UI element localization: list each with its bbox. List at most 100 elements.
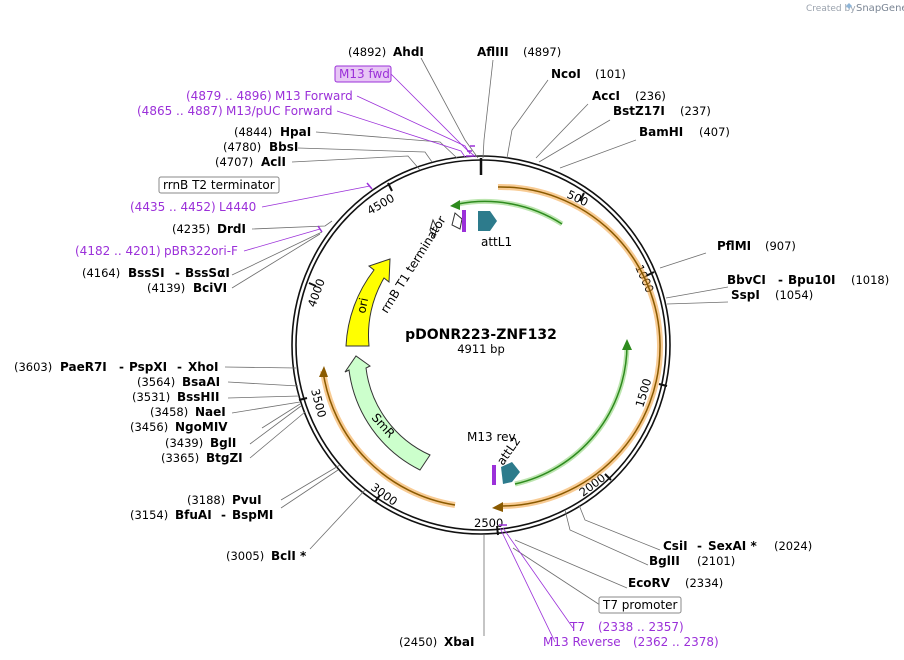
- bgli-name: BglI: [210, 436, 236, 450]
- drdi-name: DrdI: [217, 222, 246, 236]
- snapgene-logo-icon: [846, 3, 852, 9]
- bcli-name: BclI *: [271, 549, 307, 563]
- pflmi-pos: (907): [765, 239, 796, 253]
- plasmid-length: 4911 bp: [457, 342, 505, 356]
- m13-puc-range: (4865 .. 4887): [137, 104, 223, 118]
- acci-name: AccI: [592, 89, 620, 103]
- pvui-name: PvuI: [232, 493, 262, 507]
- t7-promoter-box: T7 promoter: [598, 596, 682, 614]
- enzyme-leader-lines: [224, 57, 729, 636]
- backbone-outer-ring: [291, 155, 671, 535]
- credit-prefix: Created by: [806, 4, 856, 14]
- csii-name: CsiI: [663, 539, 688, 553]
- hpai-pos: (4844): [234, 125, 272, 139]
- m13-forward-name: M13 Forward: [275, 89, 353, 103]
- tick-2500: 2500: [474, 516, 503, 530]
- pspxi-name: PspXI: [129, 360, 167, 374]
- ecorv-pos: (2334): [685, 576, 723, 590]
- t7-promoter-label: T7 promoter: [602, 598, 678, 612]
- plasmid-name: pDONR223-ZNF132: [405, 327, 557, 343]
- bsshii-name: BssHII: [177, 390, 219, 404]
- xhoi-name: XhoI: [188, 360, 219, 374]
- hpai-name: HpaI: [280, 125, 311, 139]
- bglii-name: BglII: [649, 554, 680, 568]
- naei-pos: (3458): [150, 405, 188, 419]
- bsaai-pos: (3564): [137, 375, 175, 389]
- bamhi-name: BamHI: [639, 125, 683, 139]
- ahdi-pos: (4892): [348, 45, 386, 59]
- sspi-pos: (1054): [775, 288, 813, 302]
- csii-sep: -: [697, 539, 702, 553]
- l4440-range: (4435 .. 4452): [130, 200, 216, 214]
- t7-primer-range: (2338 .. 2357): [598, 620, 684, 634]
- bbvci-sep: -: [778, 273, 783, 287]
- bcli-pos: (3005): [226, 549, 264, 563]
- m13-fwd-label: M13 fwd: [339, 67, 390, 81]
- xbai-pos: (2450): [399, 635, 437, 649]
- m13-rev-label: M13 rev: [467, 430, 516, 444]
- bstz17i-name: BstZ17I: [613, 104, 665, 118]
- orange-arc-feature-right: [492, 183, 663, 512]
- tick-4500: 4500: [365, 191, 397, 218]
- attl1-feature: [462, 210, 497, 232]
- bpu10i-name: Bpu10I: [788, 273, 835, 287]
- attl1-label: attL1: [481, 235, 512, 249]
- bbvci-pos: (1018): [851, 273, 889, 287]
- bsssi-pos: (4164): [82, 266, 120, 280]
- bfuai-name: BfuAI: [175, 508, 212, 522]
- rrnb-t2-terminator-box: rrnB T2 terminator: [158, 176, 280, 194]
- ecorv-name: EcoRV: [628, 576, 671, 590]
- pvui-pos: (3188): [187, 493, 225, 507]
- scale-ticks: [298, 182, 668, 536]
- afliii-pos: (4897): [523, 45, 561, 59]
- naei-name: NaeI: [195, 405, 226, 419]
- m13-fwd-box: M13 fwd: [334, 65, 392, 83]
- bsssi-sep: -: [175, 266, 180, 280]
- tick-4000: 4000: [305, 277, 328, 309]
- drdi-pos: (4235): [172, 222, 210, 236]
- bfuai-pos: (3154): [130, 508, 168, 522]
- bsssi-name: BssSI: [128, 266, 165, 280]
- ori-feature: [345, 258, 391, 347]
- m13-reverse-range: (2362 .. 2378): [633, 635, 719, 649]
- pflmi-name: PflMI: [717, 239, 751, 253]
- sspi-name: SspI: [731, 288, 760, 302]
- pbr322-name: pBR322ori-F: [164, 244, 238, 258]
- acli-name: AclI: [261, 155, 286, 169]
- primer-leader-lines: [243, 73, 574, 643]
- afliii-name: AflIII: [477, 45, 509, 59]
- sexai-name: SexAI *: [708, 539, 757, 553]
- m13-reverse-name: M13 Reverse: [543, 635, 621, 649]
- green-arc-feature-right: [514, 339, 632, 487]
- ahdi-name: AhdI: [393, 45, 424, 59]
- attl2-feature: [492, 462, 520, 485]
- bbvci-name: BbvCI: [727, 273, 766, 287]
- bsaai-name: BsaAI: [182, 375, 220, 389]
- green-arc-feature-top: [450, 198, 564, 227]
- acli-pos: (4707): [215, 155, 253, 169]
- ngomiv-name: NgoMIV: [175, 420, 228, 434]
- btgzi-name: BtgZI: [206, 451, 243, 465]
- bamhi-pos: (407): [699, 125, 730, 139]
- bsshii-pos: (3531): [132, 390, 170, 404]
- m13-forward-range: (4879 .. 4896): [186, 89, 272, 103]
- paer7i-sep1: -: [119, 360, 124, 374]
- bfuai-sep: -: [221, 508, 226, 522]
- ncoi-name: NcoI: [551, 67, 581, 81]
- pbr322-range: (4182 .. 4201): [75, 244, 161, 258]
- l4440-name: L4440: [219, 200, 256, 214]
- csii-pos: (2024): [774, 539, 812, 553]
- credit-brand: SnapGene: [856, 3, 904, 14]
- acci-pos: (236): [635, 89, 666, 103]
- ngomiv-pos: (3456): [130, 420, 168, 434]
- bbsi-pos: (4780): [223, 140, 261, 154]
- paer7i-pos: (3603): [14, 360, 52, 374]
- xbai-name: XbaI: [444, 635, 474, 649]
- m13-puc-name: M13/pUC Forward: [226, 104, 333, 118]
- rrnb-t1-terminator-shape: [429, 212, 463, 239]
- bspmi-name: BspMI: [232, 508, 273, 522]
- btgzi-pos: (3365): [161, 451, 199, 465]
- paer7i-sep2: -: [177, 360, 182, 374]
- bcivi-name: BciVI: [193, 281, 227, 295]
